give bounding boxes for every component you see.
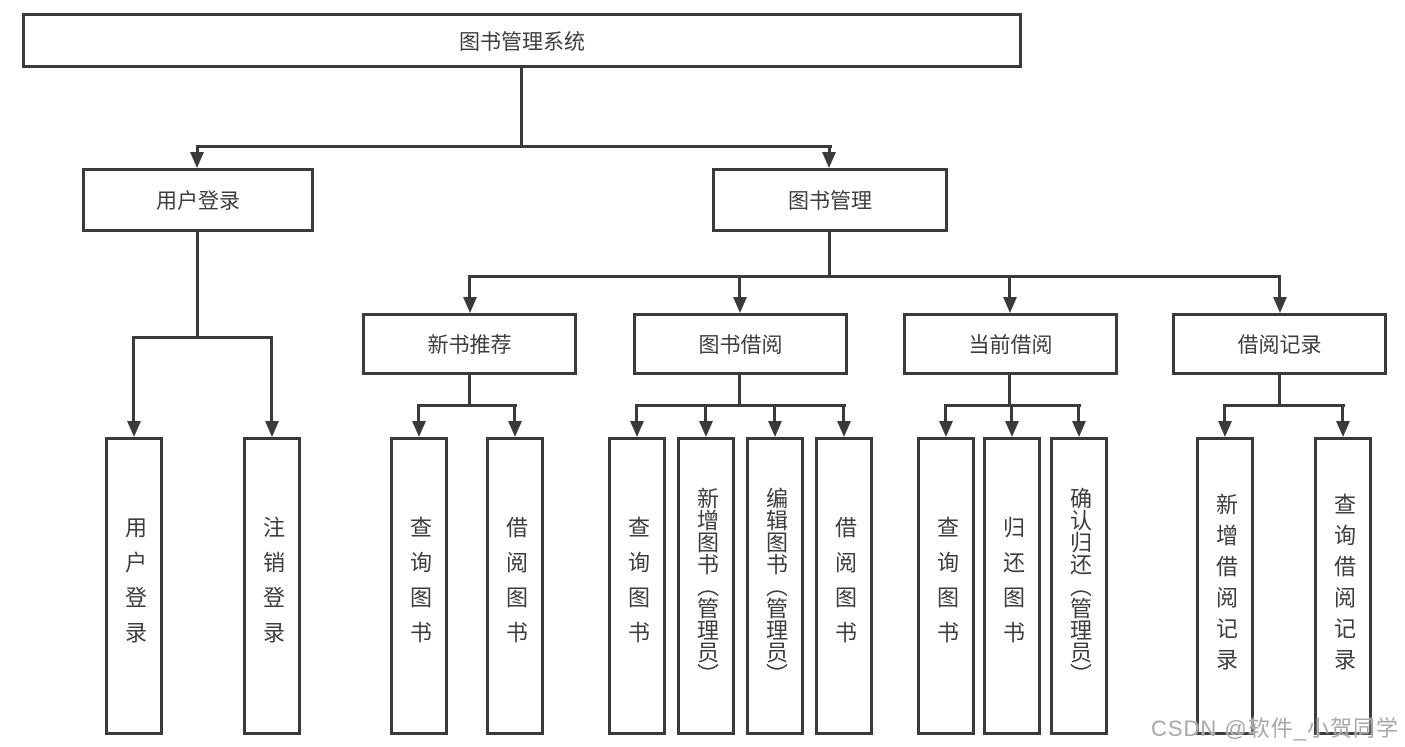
connector-line [196, 145, 199, 155]
connector-line [828, 145, 831, 155]
leaf-current-query-book: 查询图书 [917, 437, 975, 735]
leaf-current-return-book: 归还图书 [983, 437, 1041, 735]
connector-line [704, 404, 707, 423]
connector-arrowhead [190, 152, 204, 168]
node-new-book-recommend: 新书推荐 [362, 313, 577, 375]
connector-line [1010, 404, 1013, 423]
connector-arrowhead [822, 152, 836, 168]
leaf-current-confirm-return-admin: 确认归还（管理员） [1050, 437, 1108, 735]
leaf-recommend-borrow-book: 借阅图书 [486, 437, 544, 735]
node-book-borrowing: 图书借阅 [633, 313, 848, 375]
connector-line [468, 275, 1280, 278]
leaf-recommend-query-book: 查询图书 [390, 437, 448, 735]
connector-line [1008, 375, 1011, 407]
connector-line [417, 404, 420, 423]
leaf-user-login: 用户登录 [105, 437, 163, 735]
node-borrowing-records: 借阅记录 [1172, 313, 1387, 375]
connector-arrowhead [768, 421, 782, 437]
connector-line [1008, 275, 1011, 299]
connector-line [1077, 404, 1080, 423]
node-current-borrowing: 当前借阅 [903, 313, 1118, 375]
connector-arrowhead [1003, 297, 1017, 313]
connector-line [417, 404, 517, 407]
connector-arrowhead [1273, 297, 1287, 313]
leaf-borrow-borrow-book: 借阅图书 [815, 437, 873, 735]
connector-line [1223, 404, 1345, 407]
connector-line [828, 232, 831, 278]
connector-arrowhead [733, 297, 747, 313]
connector-arrowhead [412, 421, 426, 437]
connector-line [1223, 404, 1226, 423]
connector-line [468, 375, 471, 407]
connector-line [635, 404, 846, 407]
connector-arrowhead [463, 297, 477, 313]
connector-line [635, 404, 638, 423]
connector-line [944, 404, 947, 423]
connector-line [738, 275, 741, 299]
connector-line [196, 232, 199, 339]
connector-line [1278, 275, 1281, 299]
connector-line [196, 145, 832, 148]
connector-line [738, 375, 741, 407]
connector-line [132, 336, 273, 339]
connector-arrowhead [265, 421, 279, 437]
leaf-borrow-edit-book-admin: 编辑图书（管理员） [746, 437, 804, 735]
node-book-management-branch: 图书管理 [712, 168, 948, 232]
connector-line [842, 404, 845, 423]
leaf-borrow-add-book-admin: 新增图书（管理员） [677, 437, 735, 735]
connector-arrowhead [1336, 421, 1350, 437]
leaf-records-add-record: 新增借阅记录 [1196, 437, 1254, 735]
connector-line [468, 275, 471, 299]
connector-arrowhead [127, 421, 141, 437]
leaf-logout: 注销登录 [243, 437, 301, 735]
connector-arrowhead [699, 421, 713, 437]
connector-line [773, 404, 776, 423]
leaf-borrow-query-book: 查询图书 [608, 437, 666, 735]
connector-arrowhead [630, 421, 644, 437]
connector-line [1341, 404, 1344, 423]
connector-line [270, 336, 273, 424]
connector-arrowhead [508, 421, 522, 437]
connector-line [513, 404, 516, 423]
connector-arrowhead [1072, 421, 1086, 437]
csdn-watermark: CSDN @软件_小贺同学 [1150, 716, 1399, 741]
connector-arrowhead [837, 421, 851, 437]
connector-arrowhead [1218, 421, 1232, 437]
connector-arrowhead [1005, 421, 1019, 437]
connector-line [132, 336, 135, 424]
node-root-system: 图书管理系统 [22, 13, 1022, 68]
node-user-login-branch: 用户登录 [82, 168, 314, 232]
connector-arrowhead [939, 421, 953, 437]
connector-line [520, 68, 523, 148]
connector-line [1278, 375, 1281, 407]
leaf-records-query-record: 查询借阅记录 [1314, 437, 1372, 735]
